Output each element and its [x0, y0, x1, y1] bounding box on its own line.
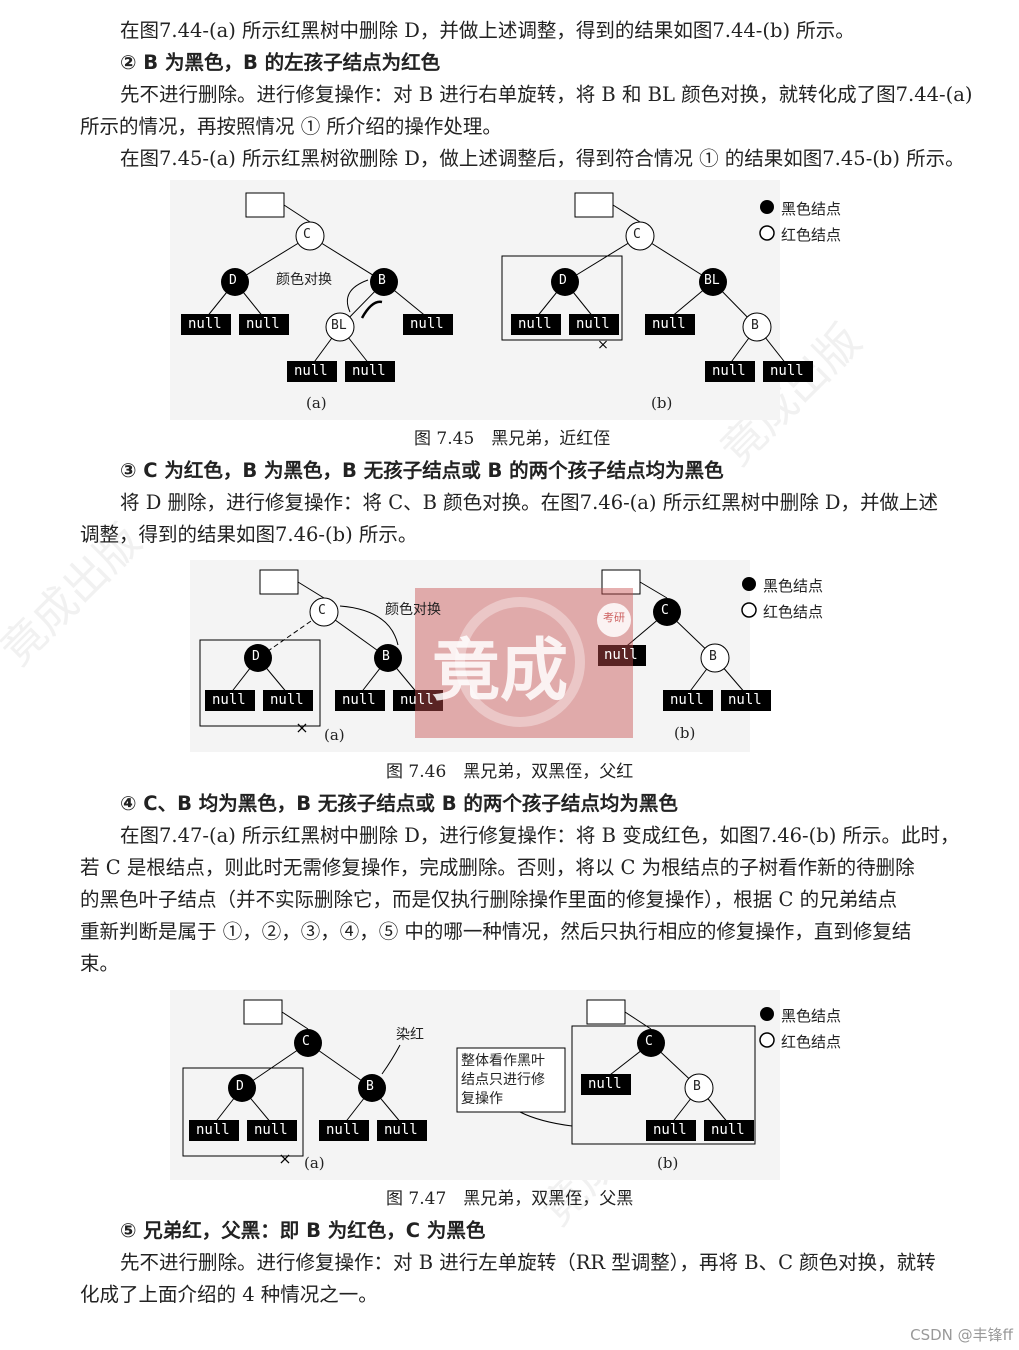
note-line: 结点只进行修	[461, 1072, 545, 1088]
legend-red: 红色结点	[781, 1033, 842, 1051]
legend-black: 黑色结点	[781, 200, 842, 218]
paragraph-line: 的黑色叶子结点（并不实际删除它，而是仅执行删除操作里面的修复操作），根据 C 的…	[80, 888, 898, 911]
heading-case-2: ② B 为黑色，B 的左孩子结点为红色	[120, 51, 441, 74]
csdn-credit: CSDN @丰锋ff	[910, 1326, 1013, 1344]
node-b	[370, 268, 398, 296]
subfig-label-a: (a)	[304, 1154, 325, 1172]
paragraph-line: 束。	[80, 952, 120, 975]
node-label: C	[303, 227, 311, 242]
null-leaf: null	[588, 1076, 622, 1092]
node-label: C	[633, 227, 641, 242]
node-label: BL	[331, 318, 347, 333]
null-leaf: null	[342, 692, 376, 708]
subfig-label-a: (a)	[324, 726, 345, 744]
subfig-label-b: (b)	[651, 394, 673, 412]
subfig-label-b: (b)	[657, 1154, 679, 1172]
node-label: B	[382, 649, 390, 664]
null-leaf: null	[212, 692, 246, 708]
svg-text:×: ×	[597, 337, 609, 353]
legend-black: 黑色结点	[763, 577, 824, 595]
null-leaf: null	[711, 1122, 745, 1138]
heading-case-5: ⑤ 兄弟红，父黑：即 B 为红色，C 为黑色	[120, 1219, 486, 1242]
legend-red: 红色结点	[763, 603, 824, 621]
node-label: C	[302, 1034, 310, 1049]
paragraph-line: 调整，得到的结果如图7.46-(b) 所示。	[80, 523, 418, 546]
node-label: C	[645, 1034, 653, 1049]
subfig-label-a: (a)	[306, 394, 327, 412]
node-label: B	[709, 649, 717, 664]
annotation-dye: 染红	[396, 1027, 424, 1043]
node-label: B	[751, 318, 759, 333]
node-label: D	[252, 649, 260, 664]
node-c	[295, 221, 325, 251]
null-leaf: null	[400, 692, 434, 708]
node-label: D	[229, 273, 237, 288]
node-bl	[325, 312, 355, 342]
null-leaf: null	[196, 1122, 230, 1138]
null-leaf: null	[410, 316, 444, 332]
figure-caption: 图 7.45 黑兄弟，近红侄	[414, 429, 611, 449]
paragraph-line: 在图7.45-(a) 所示红黑树欲删除 D，做上述调整后，得到符合情况 ① 的结…	[120, 147, 965, 170]
note-line: 整体看作黑叶	[461, 1053, 545, 1069]
null-leaf: null	[670, 692, 704, 708]
paragraph-line: 化成了上面介绍的 4 种情况之一。	[80, 1283, 378, 1306]
stamp-logo: 竟成	[432, 631, 569, 711]
svg-text:×: ×	[278, 1149, 291, 1168]
annotation-swap: 颜色对换	[385, 602, 441, 618]
null-leaf: null	[270, 692, 304, 708]
legend-black: 黑色结点	[781, 1007, 842, 1025]
node-label: B	[366, 1079, 374, 1094]
node-label: D	[559, 273, 567, 288]
paragraph-line: 先不进行删除。进行修复操作：对 B 进行右单旋转，将 B 和 BL 颜色对换，就…	[120, 83, 973, 106]
node-label: BL	[704, 273, 720, 288]
stamp-side: 考研	[603, 611, 625, 624]
paragraph-line: 先不进行删除。进行修复操作：对 B 进行左单旋转（RR 型调整），再将 B、C …	[120, 1251, 936, 1274]
null-leaf: null	[294, 363, 328, 379]
figure-caption: 图 7.47 黑兄弟，双黑侄，父黑	[386, 1189, 634, 1209]
heading-case-3: ③ C 为红色，B 为黑色，B 无孩子结点或 B 的两个孩子结点均为黑色	[120, 459, 724, 482]
null-leaf: null	[254, 1122, 288, 1138]
null-leaf: null	[246, 316, 280, 332]
paragraph-line: 在图7.44-(a) 所示红黑树中删除 D，并做上述调整，得到的结果如图7.44…	[120, 19, 855, 42]
paragraph-line: 在图7.47-(a) 所示红黑树中删除 D，进行修复操作：将 B 变成红色，如图…	[120, 824, 960, 847]
annotation-swap: 颜色对换	[276, 272, 332, 288]
legend-red: 红色结点	[781, 226, 842, 244]
null-leaf: null	[352, 363, 386, 379]
figure-caption: 图 7.46 黑兄弟，双黑侄，父红	[386, 762, 634, 782]
null-leaf: null	[712, 363, 746, 379]
null-leaf: null	[604, 647, 638, 663]
null-leaf: null	[518, 316, 552, 332]
footer-bar: CSDN @丰锋ff	[0, 1322, 1019, 1350]
null-leaf: null	[728, 692, 762, 708]
paragraph-line: 若 C 是根结点，则此时无需修复操作，完成删除。否则，将以 C 为根结点的子树看…	[80, 856, 915, 879]
null-leaf: null	[326, 1122, 360, 1138]
node-label: D	[236, 1079, 244, 1094]
null-leaf: null	[188, 316, 222, 332]
paragraph-line: 重新判断是属于 ①，②，③，④，⑤ 中的哪一种情况，然后只执行相应的修复操作，直…	[80, 920, 912, 943]
null-leaf: null	[384, 1122, 418, 1138]
null-leaf: null	[653, 1122, 687, 1138]
paragraph-line: 将 D 删除，进行修复操作：将 C、B 颜色对换。在图7.46-(a) 所示红黑…	[120, 491, 939, 514]
svg-text:×: ×	[295, 718, 308, 737]
node-label: C	[661, 603, 669, 618]
node-label: C	[318, 603, 326, 618]
note-line: 复操作	[461, 1091, 503, 1107]
node-label: B	[378, 273, 386, 288]
node-d	[221, 268, 249, 296]
null-leaf: null	[770, 363, 804, 379]
null-leaf: null	[652, 316, 686, 332]
note-box: 整体看作黑叶 结点只进行修 复操作	[461, 1052, 545, 1109]
heading-case-4: ④ C、B 均为黑色，B 无孩子结点或 B 的两个孩子结点均为黑色	[120, 792, 678, 815]
subfig-label-b: (b)	[674, 724, 696, 742]
null-leaf: null	[576, 316, 610, 332]
node-label: B	[693, 1079, 701, 1094]
paragraph-line: 所示的情况，再按照情况 ① 所介绍的操作处理。	[80, 115, 502, 138]
